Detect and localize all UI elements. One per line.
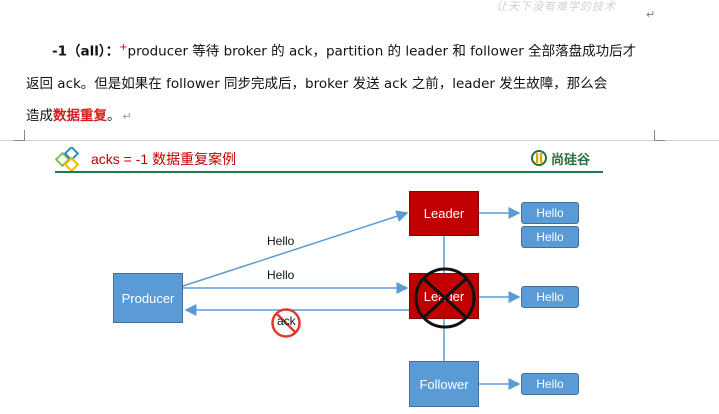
leader-node: Leader [409, 191, 479, 236]
page-boundary [0, 140, 719, 141]
diamond-logo-icon [55, 147, 80, 171]
crop-mark-icon [654, 130, 665, 141]
slide-header-rule [55, 171, 603, 173]
acks-value: -1（all）： [52, 43, 120, 60]
message-label-mid: Hello [267, 268, 295, 282]
brand-logo-text: 尚硅谷 [551, 152, 591, 167]
brand-logo-icon [531, 150, 547, 166]
paragraph: -1（all）：+producer 等待 broker 的 ack，partit… [26, 32, 686, 133]
blocked-ack-icon [271, 308, 301, 338]
crop-mark-icon [14, 130, 25, 141]
highlight-text: 数据重复 [53, 107, 107, 124]
follower-node: Follower [409, 361, 479, 407]
leader-message-2: Hello [521, 226, 579, 248]
leader-message-1: Hello [521, 202, 579, 224]
slide-title: acks = -1 数据重复案例 [91, 151, 237, 167]
paragraph-line-3: 造成 [26, 107, 53, 124]
ack-label: ack [277, 314, 296, 328]
paragraph-line-2: 返回 ack。但是如果在 follower 同步完成后，broker 发送 ac… [26, 75, 608, 92]
paragraph-mark-icon: ↵ [646, 8, 656, 21]
slide-header: acks = -1 数据重复案例 尚硅谷 [55, 146, 605, 174]
failed-leader-message: Hello [521, 286, 579, 308]
cursor-mark-icon: + [119, 42, 128, 53]
follower-message: Hello [521, 373, 579, 395]
paragraph-end: 。 [107, 107, 121, 124]
return-mark-icon: ↵ [122, 109, 132, 123]
send-arrow-top [182, 210, 409, 287]
paragraph-line-1: producer 等待 broker 的 ack，partition 的 lea… [127, 43, 637, 60]
message-label-top: Hello [267, 234, 295, 248]
watermark: 让天下没有难学的技术 [496, 0, 616, 13]
failure-cross-icon [414, 267, 476, 329]
producer-node: Producer [113, 273, 183, 323]
